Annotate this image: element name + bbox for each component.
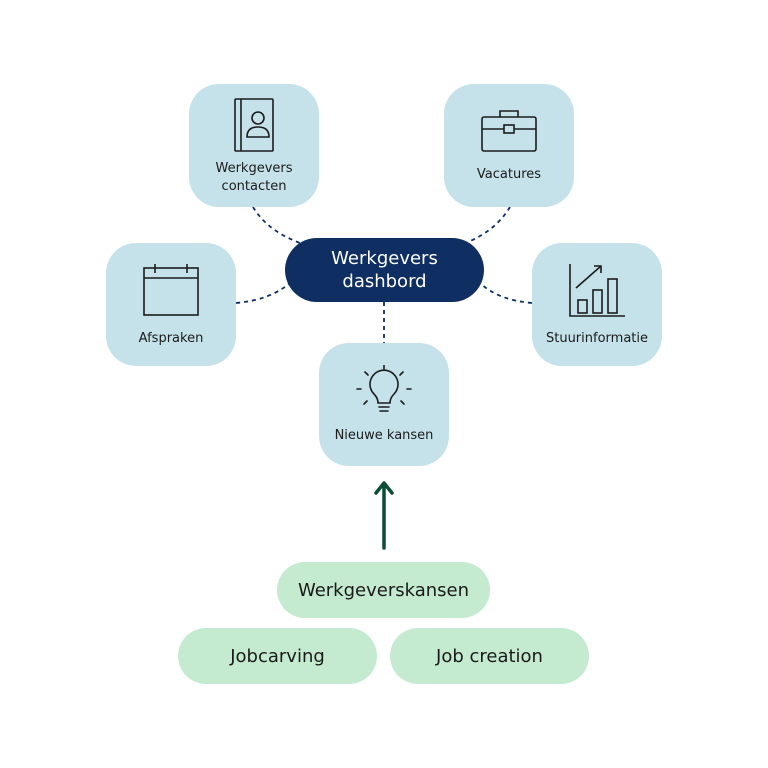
node-label: Stuurinformatie: [545, 330, 648, 346]
node-vacatures: Vacatures: [444, 84, 574, 207]
connector-stuurinformatie: [479, 282, 533, 304]
hub-werkgevers-dashbord: Werkgevers dashbord: [285, 238, 484, 302]
node-nieuwe-kansen: Nieuwe kansen: [319, 343, 449, 466]
source-werkgeverskansen: Werkgeverskansen: [277, 562, 490, 618]
calendar-icon: [143, 263, 199, 316]
briefcase-icon: [481, 109, 537, 152]
source-label: Jobcarving: [230, 645, 325, 667]
connector-afspraken: [235, 282, 291, 304]
bar-chart-icon: [569, 263, 625, 317]
source-job-creation: Job creation: [390, 628, 589, 684]
node-stuurinformatie: Stuurinformatie: [532, 243, 662, 366]
connector-contacten: [252, 206, 304, 245]
up-arrow: [374, 481, 394, 550]
node-werkgevers-contacten: Werkgevers contacten: [189, 84, 319, 207]
node-label: Nieuwe kansen: [334, 427, 434, 443]
source-label: Job creation: [436, 645, 543, 667]
node-label: Vacatures: [476, 166, 542, 182]
source-jobcarving: Jobcarving: [178, 628, 377, 684]
connector-vacatures: [462, 206, 511, 245]
node-label: Afspraken: [138, 330, 204, 346]
lightbulb-icon: [356, 364, 412, 412]
source-label: Werkgeverskansen: [297, 579, 470, 601]
contact-book-icon: [234, 97, 274, 152]
node-label: Werkgevers contacten: [215, 160, 293, 194]
hub-label: Werkgevers dashbord: [331, 248, 438, 292]
node-afspraken: Afspraken: [106, 243, 236, 366]
